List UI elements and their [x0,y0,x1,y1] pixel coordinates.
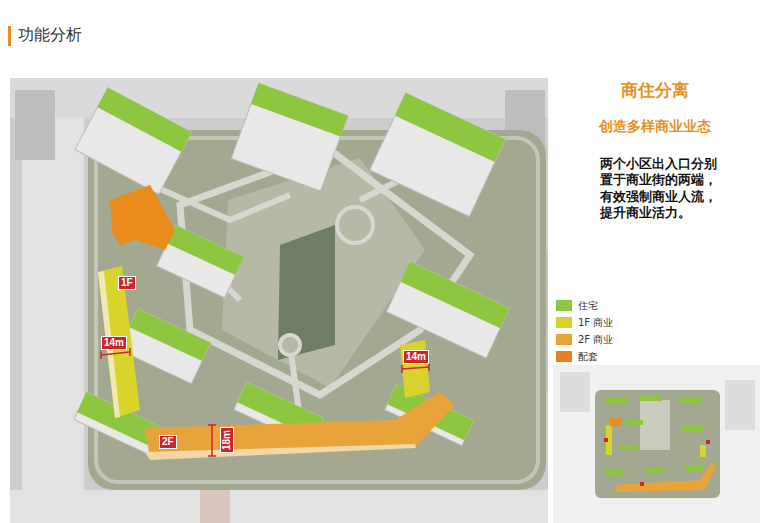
dimension-tag: 1F [118,276,136,290]
dimension-tag: 2F [159,435,177,449]
dimension-tag: 14m [403,350,429,364]
dimension-tag: 18m [220,427,234,453]
tag-text: 1F [121,277,133,288]
inset-map [553,365,760,523]
tag-text: 14m [406,351,426,362]
legend-text: 住宅 [578,300,598,312]
title-bar [8,26,11,46]
tag-text: 18m [221,430,232,450]
commercial [98,185,455,460]
legend-text: 2F 商业 [578,334,613,346]
legend-swatch [556,351,572,362]
tag-text: 2F [162,436,174,447]
headline: 商住分离 [585,80,725,100]
dimension-lines [101,348,429,456]
tag-text: 14m [104,337,124,348]
legend-text: 1F 商业 [578,317,613,329]
page-title: 功能分析 [18,25,82,46]
description: 两个小区出入口分别置于商业街的两端，有效强制商业人流，提升商业活力。 [600,156,728,221]
legend-swatch [556,300,572,311]
legend-swatch [556,317,572,328]
ground [10,78,548,523]
dimension-tag: 14m [101,336,127,350]
legend-swatch [556,334,572,345]
subheadline: 创造多样商业业态 [570,118,740,135]
legend-text: 配套 [578,351,598,363]
